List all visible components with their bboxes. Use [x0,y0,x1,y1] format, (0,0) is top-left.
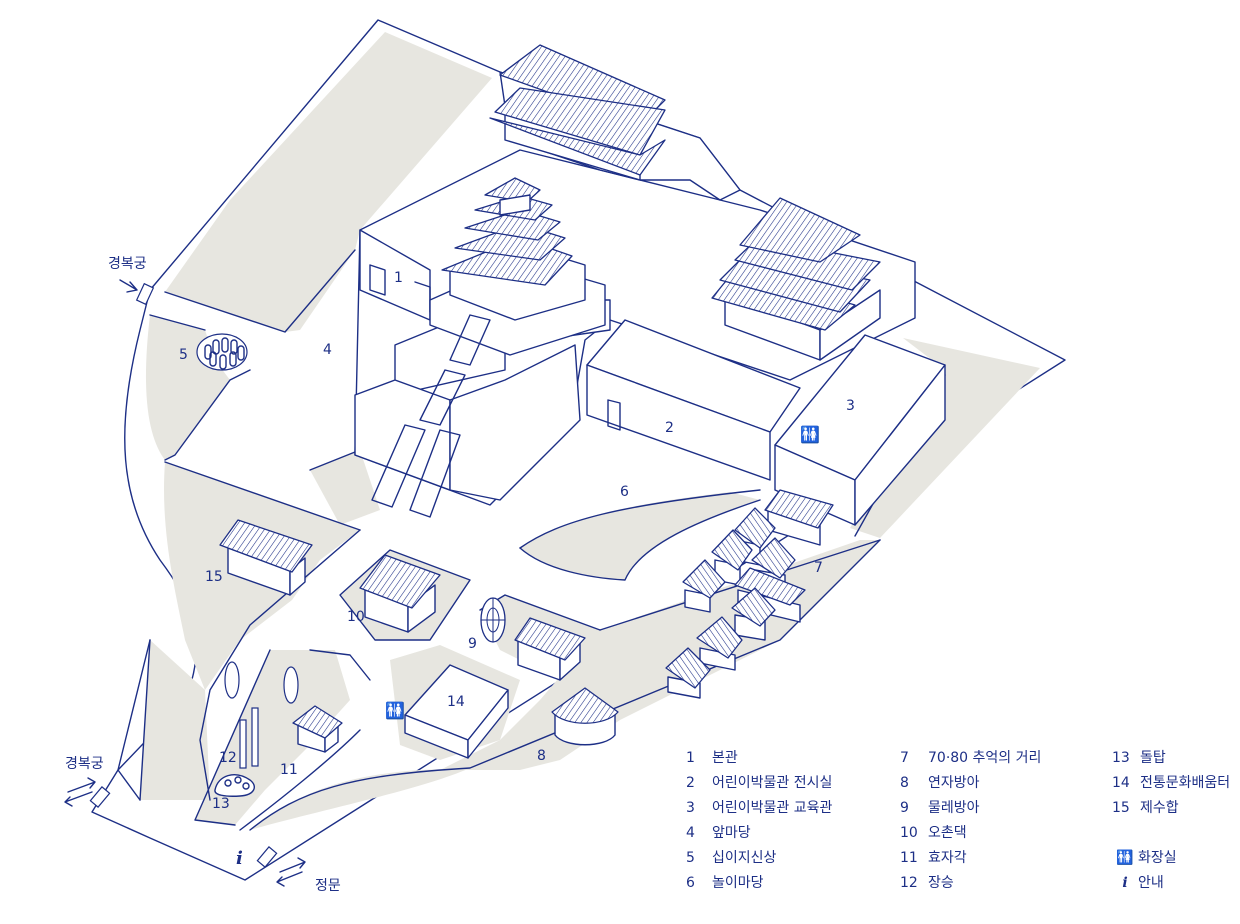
gate-arrows [64,279,306,887]
zone-8-label: 8 [537,748,546,764]
info-icon: i [236,848,243,869]
east-pavilion [711,197,881,361]
building-3 [774,334,946,526]
ochondaek-house [359,554,441,633]
zone-15-label: 15 [205,569,223,585]
zone-4-label: 4 [323,342,332,358]
gyeongbokgung-label-top: 경복궁 [108,256,147,272]
legend-symbol-restroom: 🚻화장실 [1112,846,1230,871]
building-2 [586,319,801,481]
traditional-culture-classroom [404,664,509,759]
memory-street-houses [665,489,834,699]
zone-6-label: 6 [620,484,629,500]
zone-9-label: 9 [468,636,477,652]
zone-13-label: 13 [212,796,230,812]
hyojagak-shrine [292,705,343,753]
jesuhap-house [219,519,313,596]
zone-7-label: 7 [814,560,823,576]
jangseung-totems [224,661,299,769]
twelve-zodiac-statues [196,333,248,371]
gates [89,282,278,868]
north-hall [489,44,741,201]
zone-2-label: 2 [665,420,674,436]
zone-12-label: 12 [219,750,237,766]
zone-14-label: 14 [447,694,465,710]
info-icon: i [1122,875,1128,891]
waterwheel [480,597,586,681]
stone-tower [214,774,255,797]
restroom-icon: 🚻 [385,701,405,720]
restroom-icon: 🚻 [1116,850,1134,866]
zone-11-label: 11 [280,762,298,778]
zone-10-label: 10 [347,609,365,625]
restroom-icon: 🚻 [800,425,820,444]
gyeongbokgung-label-bottom: 경복궁 [65,756,104,772]
millstone-pavilion [551,687,619,746]
main-gate-label: 정문 [315,878,341,894]
zone-1-label: 1 [394,270,403,286]
zone-5-label: 5 [179,347,188,363]
zone-3-label: 3 [846,398,855,414]
